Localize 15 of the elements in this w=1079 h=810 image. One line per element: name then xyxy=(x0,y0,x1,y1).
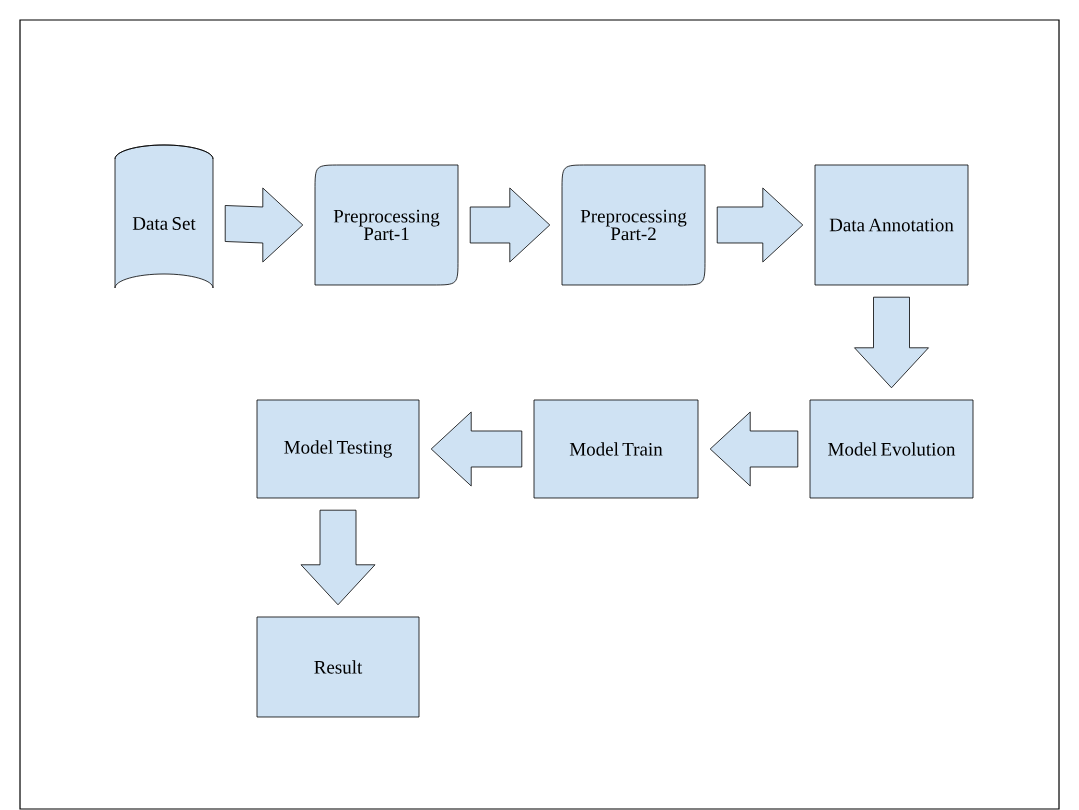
block-arrow xyxy=(709,411,799,487)
block-arrow xyxy=(469,187,551,263)
block-arrow xyxy=(430,411,523,487)
process-box: Preprocessing Part-2 xyxy=(561,164,706,286)
process-box: Model Train xyxy=(533,399,699,499)
block-arrow xyxy=(300,509,376,606)
process-box: Data Annotation xyxy=(814,164,969,286)
block-arrow xyxy=(854,296,929,389)
block-arrow xyxy=(224,187,304,263)
process-box: Result xyxy=(256,616,420,718)
process-box: Preprocessing Part-1 xyxy=(314,164,459,286)
process-box: Model Evolution xyxy=(809,399,974,499)
database-cylinder: Data Set xyxy=(114,144,214,289)
block-arrow xyxy=(716,187,804,263)
process-box: Model Testing xyxy=(256,399,420,499)
